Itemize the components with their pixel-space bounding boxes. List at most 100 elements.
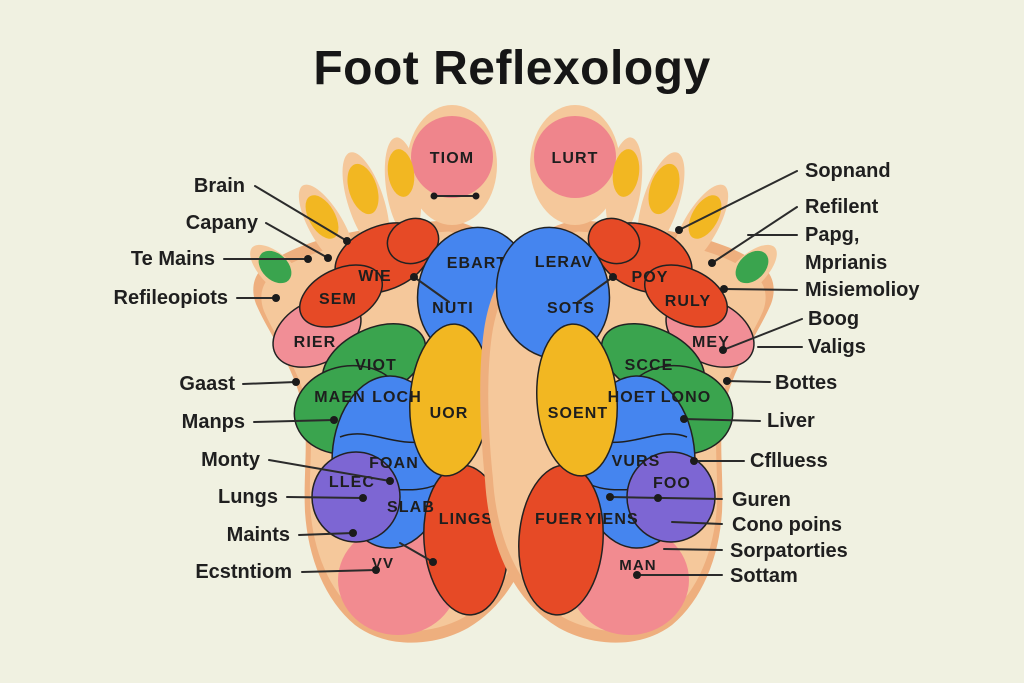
tiom-ruler-dot-left (430, 192, 438, 200)
callout-cono-poins: Cono poins (671, 514, 842, 536)
right-zone-label-foo: FOO (653, 475, 691, 492)
callout-manps: Manps (182, 411, 338, 433)
right-zone-label-vurs: VURS (612, 453, 661, 470)
right-foot: LURT LERAV SOTS POY RULY MEY SCCE HOET L… (480, 105, 777, 643)
sots-pointer-line (577, 276, 614, 303)
right-zone-ruly-shape (643, 264, 729, 328)
callout-label: Sopnand (805, 160, 891, 182)
callout-label: Refilent (805, 196, 879, 218)
tiom-ruler-dot-right (472, 192, 480, 200)
left-zone-label-foan: FOAN (369, 455, 419, 472)
left-zone-label-llec: LLEC (329, 474, 375, 491)
callout-valigs: Valigs (757, 336, 866, 358)
right-zone-label-hoet: HOET (608, 389, 657, 406)
callout-te-mains: Te Mains (131, 248, 312, 270)
callout-label: Brain (194, 175, 245, 197)
left-zone-label-viot: VIOT (355, 357, 397, 374)
left-zone-label-uor: UOR (430, 405, 469, 422)
left-zone-label-lings: LINGS (439, 511, 493, 528)
lings-pointer-dot (429, 558, 437, 566)
callout-boog: Boog (719, 308, 859, 354)
nuti-pointer-line (413, 276, 450, 303)
callout-maints: Maints (227, 524, 357, 546)
right-zone-label-mey: MEY (692, 334, 730, 351)
right-label-column: Sopnand Refilent Papg, Mprianis Misiemol… (606, 160, 920, 587)
right-zone-label-scce: SCCE (625, 357, 674, 374)
callout-sopnand: Sopnand (675, 160, 891, 234)
callout-label: Monty (201, 449, 261, 471)
right-zone-label-sots: SOTS (547, 300, 595, 317)
callout-sottam: Sottam (633, 565, 798, 587)
callout-liver: Liver (680, 410, 815, 432)
left-label-column: Brain Capany Te Mains Refileopiots Gaast… (114, 175, 394, 583)
callout-lungs: Lungs (218, 486, 367, 508)
left-zone-label-rier: RIER (294, 334, 337, 351)
callout-monty: Monty (201, 449, 394, 485)
callout-label: Ecstntiom (195, 561, 292, 583)
callout-label: Cflluess (750, 450, 828, 472)
callout-misiemolioy: Misiemolioy (720, 279, 920, 301)
callout-papg: Papg, (747, 224, 859, 246)
right-toe-2-pad (612, 149, 640, 197)
callout-cflluess: Cflluess (690, 450, 828, 472)
left-zone-tiom-shape (411, 116, 493, 198)
callout-label: Liver (767, 410, 815, 432)
left-zone-label-loch: LOCH (372, 389, 422, 406)
page-title: Foot Reflexology (313, 42, 710, 95)
callout-label: Lungs (218, 486, 278, 508)
left-zone-sem-shape (298, 264, 384, 328)
callout-mprianis: Mprianis (805, 252, 887, 274)
left-zone-wie-lobe (386, 217, 440, 265)
left-zone-label-maen: MAEN (314, 389, 366, 406)
left-zone-label-ebart: EBART (447, 255, 508, 272)
right-toe-5-pad (735, 250, 769, 284)
left-foot: TIOM WIE SEM EBART NUTI RIER VIOT MAEN L… (250, 105, 547, 643)
right-zone-label-lono: LONO (661, 389, 712, 406)
callout-label: Guren (732, 489, 791, 511)
callout-capany: Capany (186, 212, 332, 262)
right-zone-poy-lobe (587, 217, 641, 265)
callout-label: Refileopiots (114, 287, 228, 309)
callout-brain: Brain (194, 175, 351, 245)
left-toe-4-pad (305, 195, 339, 239)
right-toe-3-pad (648, 163, 680, 215)
callout-label: Cono poins (732, 514, 842, 536)
callout-label: Sorpatorties (730, 540, 848, 562)
lings-pointer-line (399, 542, 434, 563)
left-zone-label-wie: WIE (358, 268, 392, 285)
callout-sorpatorties: Sorpatorties (663, 540, 848, 562)
sots-pointer-dot (609, 273, 617, 281)
left-toe-3-pad (347, 163, 379, 215)
callout-label: Valigs (808, 336, 866, 358)
right-zone-label-man: MAN (619, 557, 656, 574)
callout-guren: Guren (606, 489, 791, 511)
right-zone-soent-shape (535, 323, 619, 477)
callout-gaast: Gaast (179, 373, 300, 395)
callout-label: Boog (808, 308, 859, 330)
callout-label: Gaast (179, 373, 235, 395)
left-zone-label-tiom: TIOM (430, 150, 474, 167)
callout-label: Maints (227, 524, 290, 546)
callout-ecstntiom: Ecstntiom (195, 561, 380, 583)
right-zone-label-lurt: LURT (551, 150, 598, 167)
left-zone-label-sem: SEM (319, 291, 357, 308)
nuti-pointer-dot (410, 273, 418, 281)
callout-label: Papg, (805, 224, 859, 246)
callout-label: Capany (186, 212, 259, 234)
callout-label: Te Mains (131, 248, 215, 270)
right-zone-label-lerav: LERAV (535, 254, 594, 271)
right-zone-label-yiens: YIENS (585, 511, 639, 528)
callout-refileopiots: Refileopiots (114, 287, 280, 309)
callout-refilent: Refilent (708, 196, 879, 267)
right-zone-lurt-shape (534, 116, 616, 198)
right-zone-label-soent: SOENT (548, 405, 609, 422)
callout-label: Mprianis (805, 252, 887, 274)
left-toe-2-pad (387, 149, 415, 197)
right-zone-label-poy: POY (631, 269, 668, 286)
left-zone-label-slab: SLAB (387, 499, 435, 516)
callout-label: Manps (182, 411, 245, 433)
callout-label: Sottam (730, 565, 798, 587)
callout-label: Bottes (775, 372, 837, 394)
